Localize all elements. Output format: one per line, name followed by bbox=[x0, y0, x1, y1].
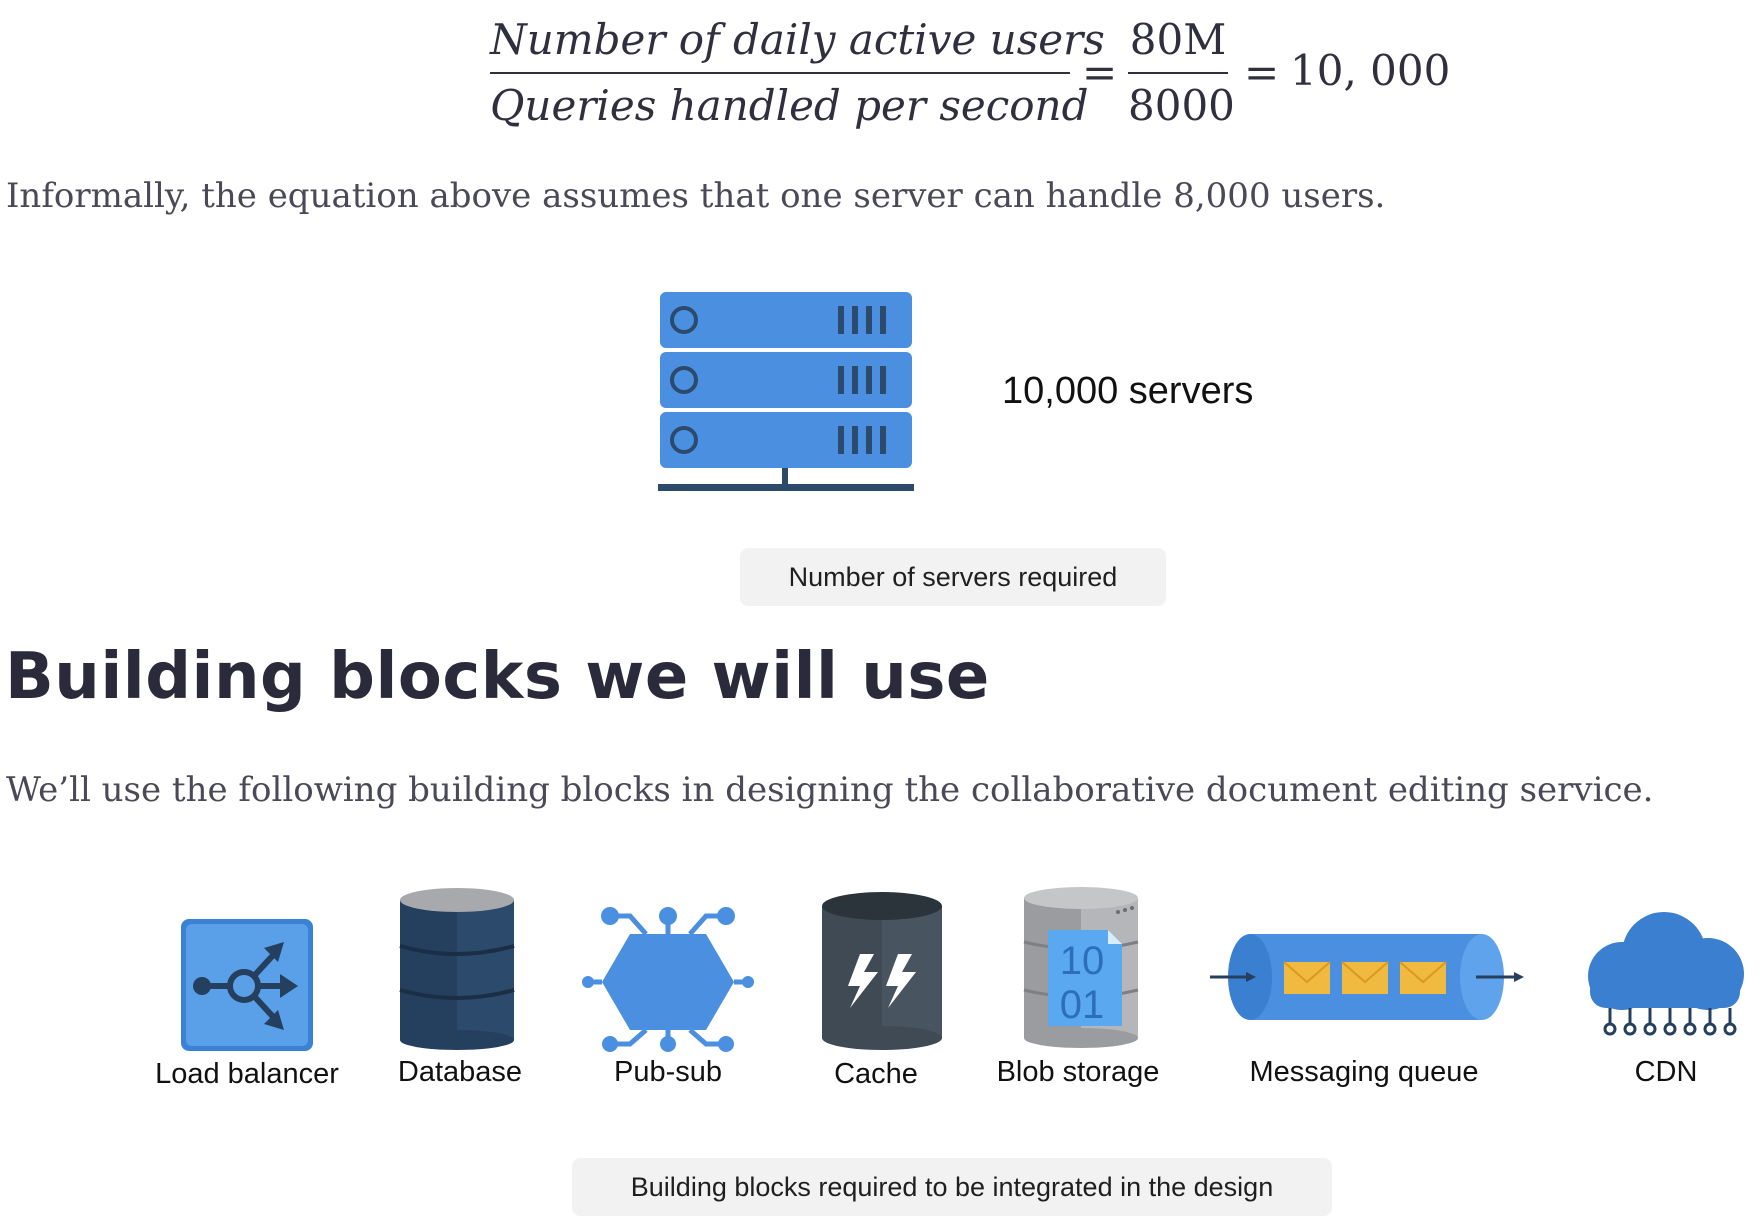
fraction-bar bbox=[490, 72, 1070, 74]
equals-sign: = bbox=[1082, 48, 1118, 97]
equation-denominator-value: 8000 bbox=[1128, 81, 1235, 130]
messaging-queue-icon bbox=[1210, 934, 1524, 1020]
informal-paragraph: Informally, the equation above assumes t… bbox=[6, 176, 1386, 216]
section-heading: Building blocks we will use bbox=[5, 640, 990, 714]
block-label-blob-storage: Blob storage bbox=[996, 1056, 1160, 1088]
block-label-load-balancer: Load balancer bbox=[155, 1058, 339, 1090]
server-rack-icon bbox=[658, 292, 914, 491]
cache-icon bbox=[822, 892, 942, 1050]
cdn-icon bbox=[1588, 912, 1744, 1036]
fraction-bar bbox=[1128, 72, 1228, 74]
database-icon bbox=[399, 888, 515, 1050]
blob-binary-line1: 10 bbox=[1060, 939, 1105, 983]
block-label-cache: Cache bbox=[834, 1058, 918, 1090]
block-label-database: Database bbox=[397, 1056, 523, 1088]
equals-sign: = bbox=[1244, 48, 1280, 97]
equation-numerator-text: Number of daily active users bbox=[490, 15, 1105, 64]
section-intro-paragraph: We’ll use the following building blocks … bbox=[6, 770, 1654, 810]
equation-fraction-text: Number of daily active users Queries han… bbox=[490, 14, 1105, 132]
pub-sub-icon bbox=[582, 907, 754, 1052]
block-label-cdn: CDN bbox=[1634, 1056, 1698, 1088]
block-label-pub-sub: Pub-sub bbox=[613, 1056, 723, 1088]
servers-count-label: 10,000 servers bbox=[1002, 370, 1254, 412]
block-label-messaging-queue: Messaging queue bbox=[1249, 1056, 1479, 1088]
equation-result: 10, 000 bbox=[1290, 46, 1451, 95]
blocks-caption: Building blocks required to be integrate… bbox=[572, 1158, 1332, 1216]
blob-storage-icon: 10 01 bbox=[1023, 887, 1139, 1048]
load-balancer-icon bbox=[181, 919, 313, 1051]
blob-binary-line2: 01 bbox=[1060, 983, 1105, 1027]
equation-denominator-text: Queries handled per second bbox=[490, 81, 1089, 130]
equation: Number of daily active users Queries han… bbox=[0, 0, 1764, 140]
equation-fraction-values: 80M 8000 bbox=[1128, 14, 1235, 132]
equation-numerator-value: 80M bbox=[1129, 15, 1227, 64]
servers-caption: Number of servers required bbox=[740, 548, 1166, 606]
